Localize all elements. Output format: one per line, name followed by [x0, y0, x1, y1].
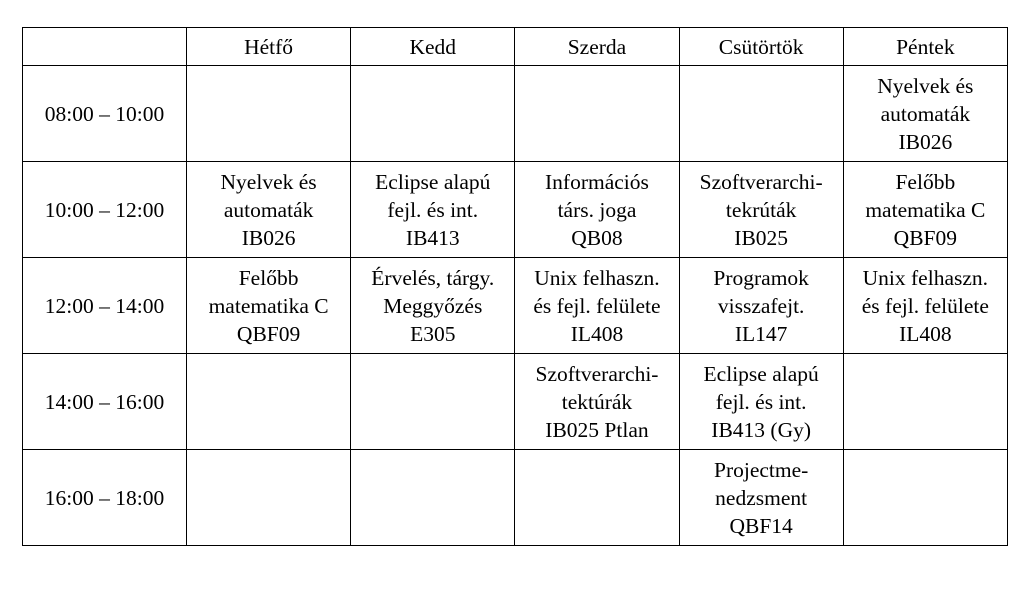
class-cell: Felőbb matematika C QBF09 — [185, 257, 352, 354]
day-header-wednesday: Szerda — [514, 27, 680, 66]
day-header-friday: Péntek — [842, 27, 1008, 66]
time-slot-row: 12:00 – 14:00 Felőbb matematika C QBF09 Ér… — [22, 257, 1008, 354]
class-cell-line: Felőbb — [238, 265, 299, 290]
class-cell-line: fejl. és int. — [715, 389, 807, 414]
class-cell-line: E305 — [410, 321, 456, 346]
class-cell: Eclipse alapú fejl. és int. IB413 — [350, 161, 516, 258]
class-cell-line: Nyelvek és — [877, 73, 974, 98]
class-cell — [350, 353, 516, 450]
class-cell — [185, 65, 352, 162]
class-cell-line: IL408 — [570, 321, 624, 346]
class-cell-line: Meggyőzés — [383, 293, 483, 318]
class-cell-line: IL147 — [734, 321, 788, 346]
class-cell-line: tektúrák — [561, 389, 633, 414]
class-cell — [185, 353, 352, 450]
class-cell — [842, 449, 1008, 546]
class-cell-line: IL408 — [899, 321, 952, 346]
class-cell-line: és fejl. felülete — [533, 293, 661, 318]
class-cell-line: Eclipse alapú — [375, 169, 491, 194]
class-cell — [185, 449, 352, 546]
class-cell-line: Projectme- — [713, 457, 809, 482]
class-cell-line: QBF14 — [729, 513, 793, 538]
class-cell: Eclipse alapú fejl. és int. IB413 (Gy) — [678, 353, 844, 450]
class-cell-line: Szoftverarchi- — [535, 361, 659, 386]
class-cell — [350, 65, 516, 162]
class-cell-line: IB413 (Gy) — [711, 417, 812, 442]
class-cell-line: társ. joga — [557, 197, 637, 222]
class-cell-line: Szoftverarchi- — [699, 169, 823, 194]
day-header-tuesday: Kedd — [350, 27, 516, 66]
class-cell — [350, 449, 516, 546]
class-cell-line: matematika C — [208, 293, 329, 318]
class-cell-line: QBF09 — [236, 321, 301, 346]
class-cell: Felőbb matematika C QBF09 — [842, 161, 1008, 258]
class-cell-line: visszafejt. — [717, 293, 805, 318]
day-header-monday: Hétfő — [185, 27, 352, 66]
class-cell-line: IB025 — [734, 225, 789, 250]
class-cell-line: QBF09 — [893, 225, 957, 250]
class-cell-line: és fejl. felülete — [861, 293, 989, 318]
time-slot-label: 14:00 – 16:00 — [22, 353, 187, 450]
class-cell-line: IB026 — [241, 225, 296, 250]
class-cell-line: Unix felhaszn. — [534, 265, 660, 290]
class-cell-line: automaták — [880, 101, 971, 126]
class-cell-line: Érvelés, tárgy. — [371, 265, 495, 290]
class-cell — [842, 353, 1008, 450]
class-cell-line: tekrúták — [725, 197, 797, 222]
class-cell-line: Felőbb — [895, 169, 956, 194]
class-cell-line: Nyelvek és — [220, 169, 317, 194]
header-row: Hétfő Kedd Szerda Csütörtök Péntek — [22, 27, 1008, 66]
time-slot-label: 10:00 – 12:00 — [22, 161, 187, 258]
class-cell-line: automaták — [223, 197, 314, 222]
class-cell: Programok visszafejt. IL147 — [678, 257, 844, 354]
header-corner-cell — [22, 27, 187, 66]
class-cell-line: fejl. és int. — [387, 197, 479, 222]
class-cell — [678, 65, 844, 162]
timetable: Hétfő Kedd Szerda Csütörtök Péntek 08:00… — [22, 27, 1008, 546]
class-cell-line: Unix felhaszn. — [862, 265, 989, 290]
class-cell-line: nedzsment — [715, 485, 808, 510]
class-cell-line: Információs — [545, 169, 649, 194]
class-cell-line: QB08 — [571, 225, 623, 250]
time-slot-label: 08:00 – 10:00 — [22, 65, 187, 162]
time-slot-label: 12:00 – 14:00 — [22, 257, 187, 354]
class-cell-line: IB026 — [898, 129, 953, 154]
class-cell — [514, 449, 680, 546]
class-cell-line: IB413 — [405, 225, 460, 250]
class-cell-line: IB025 Ptlan — [545, 417, 649, 442]
class-cell-line: matematika C — [865, 197, 986, 222]
time-slot-label: 16:00 – 18:00 — [22, 449, 187, 546]
class-cell — [514, 65, 680, 162]
class-cell-line: Programok — [713, 265, 809, 290]
class-cell-line: Eclipse alapú — [703, 361, 819, 386]
day-header-thursday: Csütörtök — [678, 27, 844, 66]
